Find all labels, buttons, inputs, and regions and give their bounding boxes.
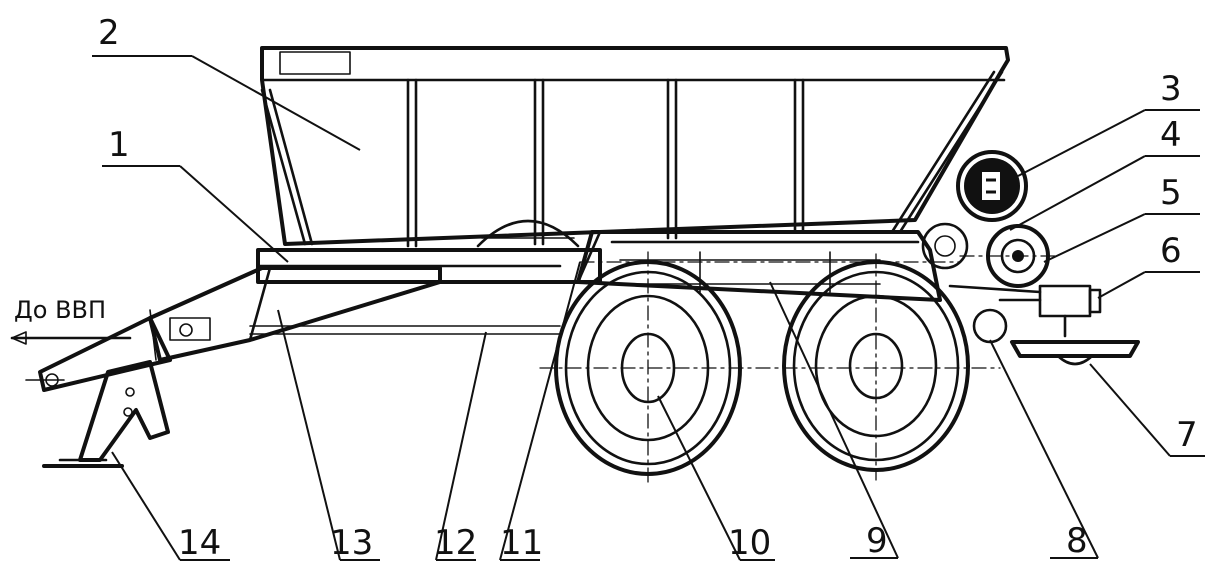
- callout-2: 2: [98, 13, 120, 53]
- support-leg: [42, 360, 170, 468]
- callout-12: 12: [434, 523, 477, 563]
- drawbar: [10, 266, 442, 392]
- spinner-gearbox: [948, 284, 1102, 344]
- callout-14: 14: [178, 523, 221, 563]
- spinner-disc: [1010, 340, 1140, 366]
- hydraulic-motor: [956, 150, 1028, 222]
- direction-label: До ВВП: [14, 296, 106, 324]
- callout-7: 7: [1176, 415, 1198, 455]
- rear-wheel: [782, 253, 970, 481]
- drive-unit: [921, 222, 1061, 288]
- hopper: [260, 46, 1010, 248]
- callout-3: 3: [1160, 69, 1182, 109]
- callout-9: 9: [866, 521, 888, 561]
- callout-4: 4: [1160, 115, 1182, 155]
- callout-1: 1: [108, 125, 130, 165]
- callout-5: 5: [1160, 173, 1182, 213]
- callout-6: 6: [1160, 231, 1182, 271]
- callout-11: 11: [500, 523, 543, 563]
- leader-lines: [92, 55, 1205, 561]
- callout-10: 10: [728, 523, 771, 563]
- callout-13: 13: [330, 523, 373, 563]
- callout-8: 8: [1066, 521, 1088, 561]
